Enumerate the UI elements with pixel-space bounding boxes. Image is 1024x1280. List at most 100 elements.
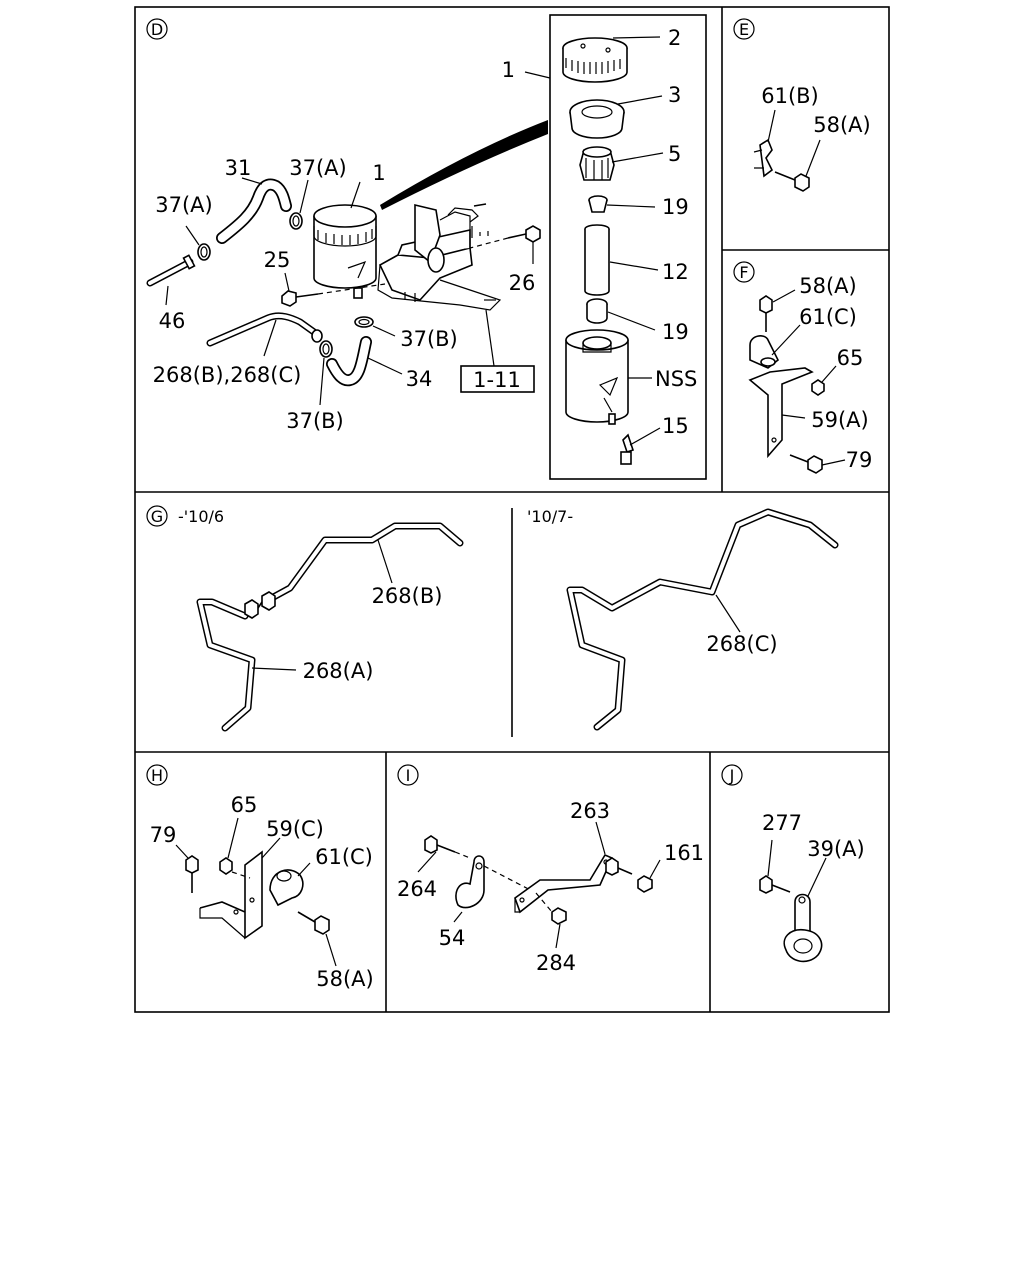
label-d-19-lower: 19 xyxy=(662,320,689,344)
reservoir-seal xyxy=(569,95,663,139)
reservoir-cone xyxy=(588,195,656,213)
label-d-2: 2 xyxy=(668,26,681,50)
section-j: J 277 39(A) xyxy=(721,764,865,963)
reservoir-cap xyxy=(562,36,661,83)
assembled-reservoir xyxy=(313,181,377,299)
section-g: G -'10/6 '10/7- 268(B) 268(A) 268(C) xyxy=(146,505,839,732)
label-f-65: 65 xyxy=(837,346,864,370)
label-d-15: 15 xyxy=(662,414,689,438)
clip-61c-f xyxy=(749,324,801,369)
bracket-263 xyxy=(514,821,614,914)
label-f-79: 79 xyxy=(846,448,873,472)
label-d-37b-lower: 37(B) xyxy=(286,409,344,433)
label-f-58a: 58(A) xyxy=(799,274,856,298)
clip-61b xyxy=(753,109,776,178)
section-marker-j: J xyxy=(721,764,743,786)
label-d-12: 12 xyxy=(662,260,689,284)
label-e-58a: 58(A) xyxy=(813,113,870,137)
section-h: H 65 79 59(C) xyxy=(146,764,374,991)
pipe-268c xyxy=(566,508,839,731)
label-d-1-column: 1 xyxy=(502,58,515,82)
section-f: F 58(A) 61(C) 65 59(A) 79 xyxy=(733,261,873,474)
bolt-58a-h xyxy=(297,911,337,967)
clamp-37a-lower xyxy=(185,225,211,261)
label-g-date-left: -'10/6 xyxy=(178,507,224,526)
section-d: D xyxy=(146,18,697,465)
section-marker-j-letter: J xyxy=(729,766,735,785)
section-marker-e-letter: E xyxy=(739,20,749,39)
label-j-39a: 39(A) xyxy=(807,837,864,861)
bolt-79-h xyxy=(175,844,199,893)
label-g-268b: 268(B) xyxy=(372,584,443,608)
nut-161 xyxy=(637,859,661,893)
diagram-frame xyxy=(134,6,890,1013)
bolt-26 xyxy=(469,225,541,264)
label-h-61c: 61(C) xyxy=(315,845,373,869)
label-d-nss: NSS xyxy=(655,367,697,391)
reservoir-bush xyxy=(586,298,656,331)
pipe-46 xyxy=(146,254,196,306)
hose-31 xyxy=(216,177,292,244)
pipe-268a xyxy=(196,598,256,732)
label-d-19-upper: 19 xyxy=(662,195,689,219)
bolt-277 xyxy=(759,839,791,894)
reservoir-drain xyxy=(620,427,661,465)
label-i-263: 263 xyxy=(570,799,610,823)
reference-box: 1-11 xyxy=(460,309,535,393)
clamp-39a xyxy=(783,857,827,963)
label-d-26: 26 xyxy=(509,271,536,295)
label-f-61c: 61(C) xyxy=(799,305,857,329)
label-d-34: 34 xyxy=(406,367,433,391)
ref-box-text: 1-11 xyxy=(473,368,521,392)
label-d-3: 3 xyxy=(668,83,681,107)
nut-65-h xyxy=(219,817,239,875)
label-i-54: 54 xyxy=(439,926,466,950)
label-d-31: 31 xyxy=(225,156,252,180)
section-marker-g-letter: G xyxy=(151,507,163,526)
label-i-284: 284 xyxy=(536,951,576,975)
section-marker-e: E xyxy=(733,18,755,40)
label-g-268c: 268(C) xyxy=(706,632,777,656)
clamp-37a-upper xyxy=(289,179,309,230)
section-marker-d-letter: D xyxy=(151,20,163,39)
label-h-59c: 59(C) xyxy=(266,817,324,841)
label-d-5: 5 xyxy=(668,142,681,166)
reservoir-body xyxy=(565,329,652,425)
reservoir-tube xyxy=(584,224,659,296)
reservoir-bracket xyxy=(377,203,502,311)
section-marker-h: H xyxy=(146,764,168,786)
zoom-wedge xyxy=(380,120,548,210)
label-i-264: 264 xyxy=(397,877,437,901)
label-g-date-right: '10/7- xyxy=(527,507,573,526)
nut-65-f xyxy=(811,365,837,396)
section-marker-g: G xyxy=(146,505,168,527)
section-marker-i-letter: I xyxy=(406,766,411,785)
bolt-25 xyxy=(281,272,386,307)
section-marker-f-letter: F xyxy=(739,263,748,282)
section-marker-d: D xyxy=(146,18,168,40)
label-d-37a-upper: 37(A) xyxy=(289,156,346,180)
label-d-46: 46 xyxy=(159,309,186,333)
label-d-37a-lower: 37(A) xyxy=(155,193,212,217)
bracket-59c xyxy=(199,837,281,940)
bolt-58a-e xyxy=(774,139,821,192)
label-d-25: 25 xyxy=(264,248,291,272)
label-g-268a: 268(A) xyxy=(303,659,374,683)
label-d-37b-upper: 37(B) xyxy=(400,327,458,351)
bolt-264 xyxy=(417,835,471,873)
hose-34 xyxy=(326,336,403,387)
section-e: E 61(B) 58(A) xyxy=(733,18,871,192)
hose-268bc xyxy=(206,312,323,357)
section-marker-h-letter: H xyxy=(151,766,163,785)
clip-61c-h xyxy=(269,862,311,907)
clamp-37b-lower xyxy=(319,340,333,406)
reservoir-strainer xyxy=(579,146,664,181)
clamp-37b-upper xyxy=(354,316,396,337)
section-marker-i: I xyxy=(397,764,419,786)
label-h-65: 65 xyxy=(231,793,258,817)
label-i-161: 161 xyxy=(664,841,704,865)
label-h-79: 79 xyxy=(150,823,177,847)
label-d-1-assembly: 1 xyxy=(372,161,385,185)
bolt-79-f xyxy=(789,454,846,474)
